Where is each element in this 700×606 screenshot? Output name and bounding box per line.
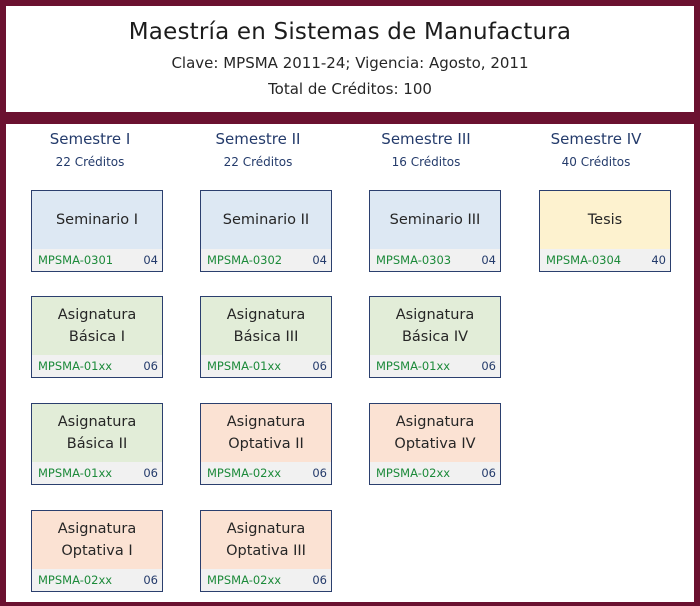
course-title: Asignatura Básica III xyxy=(201,297,331,355)
semester-credits: 22 Créditos xyxy=(223,155,293,169)
course-card-basica-1[interactable]: Asignatura Básica I MPSMA-01xx 06 xyxy=(31,296,163,378)
course-footer: MPSMA-0301 04 xyxy=(32,249,162,271)
course-credits: 04 xyxy=(143,253,158,267)
course-card-basica-3[interactable]: Asignatura Básica III MPSMA-01xx 06 xyxy=(200,296,332,378)
course-credits: 04 xyxy=(481,253,496,267)
curriculum-board: Semestre I 22 Créditos Semestre II 22 Cr… xyxy=(6,124,694,602)
course-credits: 06 xyxy=(312,573,327,587)
course-credits: 06 xyxy=(481,466,496,480)
semester-credits: 22 Créditos xyxy=(55,155,125,169)
course-code: MPSMA-02xx xyxy=(376,466,451,480)
course-footer: MPSMA-01xx 06 xyxy=(32,355,162,377)
course-card-optativa-4[interactable]: Asignatura Optativa IV MPSMA-02xx 06 xyxy=(369,403,501,485)
course-credits: 04 xyxy=(312,253,327,267)
course-credits: 06 xyxy=(143,359,158,373)
course-footer: MPSMA-0302 04 xyxy=(201,249,331,271)
course-title: Asignatura Básica I xyxy=(32,297,162,355)
course-title: Seminario I xyxy=(32,191,162,249)
course-title: Asignatura Optativa II xyxy=(201,404,331,462)
course-card-optativa-2[interactable]: Asignatura Optativa II MPSMA-02xx 06 xyxy=(200,403,332,485)
semester-name: Semestre III xyxy=(381,130,471,148)
course-card-basica-2[interactable]: Asignatura Básica II MPSMA-01xx 06 xyxy=(31,403,163,485)
course-code: MPSMA-02xx xyxy=(207,573,282,587)
course-code: MPSMA-0302 xyxy=(207,253,283,267)
course-card-seminario-3[interactable]: Seminario III MPSMA-0303 04 xyxy=(369,190,501,272)
program-title: Maestría en Sistemas de Manufactura xyxy=(128,19,572,45)
course-footer: MPSMA-02xx 06 xyxy=(370,462,500,484)
course-code: MPSMA-02xx xyxy=(38,573,113,587)
header: Maestría en Sistemas de Manufactura Clav… xyxy=(6,6,694,112)
course-title: Asignatura Optativa IV xyxy=(370,404,500,462)
course-card-tesis[interactable]: Tesis MPSMA-0304 40 xyxy=(539,190,671,272)
semester-credits: 16 Créditos xyxy=(391,155,461,169)
semester-name: Semestre II xyxy=(215,130,301,148)
course-code: MPSMA-0301 xyxy=(38,253,114,267)
semester-name: Semestre I xyxy=(49,130,131,148)
course-code: MPSMA-01xx xyxy=(376,359,451,373)
course-title: Asignatura Básica IV xyxy=(370,297,500,355)
course-title: Tesis xyxy=(540,191,670,249)
course-code: MPSMA-02xx xyxy=(207,466,282,480)
course-credits: 06 xyxy=(481,359,496,373)
course-footer: MPSMA-01xx 06 xyxy=(201,355,331,377)
semester-3-heading: Semestre III 16 Créditos xyxy=(336,130,516,169)
course-card-seminario-2[interactable]: Seminario II MPSMA-0302 04 xyxy=(200,190,332,272)
course-footer: MPSMA-02xx 06 xyxy=(32,569,162,591)
course-title: Seminario III xyxy=(370,191,500,249)
course-title: Asignatura Optativa III xyxy=(201,511,331,569)
total-credits: Total de Créditos: 100 xyxy=(268,80,432,98)
course-footer: MPSMA-01xx 06 xyxy=(32,462,162,484)
course-title: Asignatura Básica II xyxy=(32,404,162,462)
program-clave: Clave: MPSMA 2011-24; Vigencia: Agosto, … xyxy=(171,54,529,72)
course-title: Seminario II xyxy=(201,191,331,249)
semester-1-heading: Semestre I 22 Créditos xyxy=(0,130,180,169)
course-footer: MPSMA-01xx 06 xyxy=(370,355,500,377)
semester-name: Semestre IV xyxy=(550,130,642,148)
course-code: MPSMA-0303 xyxy=(376,253,452,267)
course-credits: 06 xyxy=(312,359,327,373)
course-credits: 06 xyxy=(312,466,327,480)
semester-2-heading: Semestre II 22 Créditos xyxy=(168,130,348,169)
semester-credits: 40 Créditos xyxy=(561,155,631,169)
course-credits: 40 xyxy=(651,253,666,267)
course-code: MPSMA-0304 xyxy=(546,253,622,267)
course-code: MPSMA-01xx xyxy=(38,359,113,373)
course-footer: MPSMA-0303 04 xyxy=(370,249,500,271)
course-card-seminario-1[interactable]: Seminario I MPSMA-0301 04 xyxy=(31,190,163,272)
course-credits: 06 xyxy=(143,466,158,480)
course-credits: 06 xyxy=(143,573,158,587)
course-footer: MPSMA-02xx 06 xyxy=(201,462,331,484)
course-code: MPSMA-01xx xyxy=(207,359,282,373)
course-card-optativa-1[interactable]: Asignatura Optativa I MPSMA-02xx 06 xyxy=(31,510,163,592)
semester-4-heading: Semestre IV 40 Créditos xyxy=(506,130,686,169)
course-footer: MPSMA-02xx 06 xyxy=(201,569,331,591)
course-title: Asignatura Optativa I xyxy=(32,511,162,569)
course-code: MPSMA-01xx xyxy=(38,466,113,480)
course-card-optativa-3[interactable]: Asignatura Optativa III MPSMA-02xx 06 xyxy=(200,510,332,592)
course-card-basica-4[interactable]: Asignatura Básica IV MPSMA-01xx 06 xyxy=(369,296,501,378)
course-footer: MPSMA-0304 40 xyxy=(540,249,670,271)
